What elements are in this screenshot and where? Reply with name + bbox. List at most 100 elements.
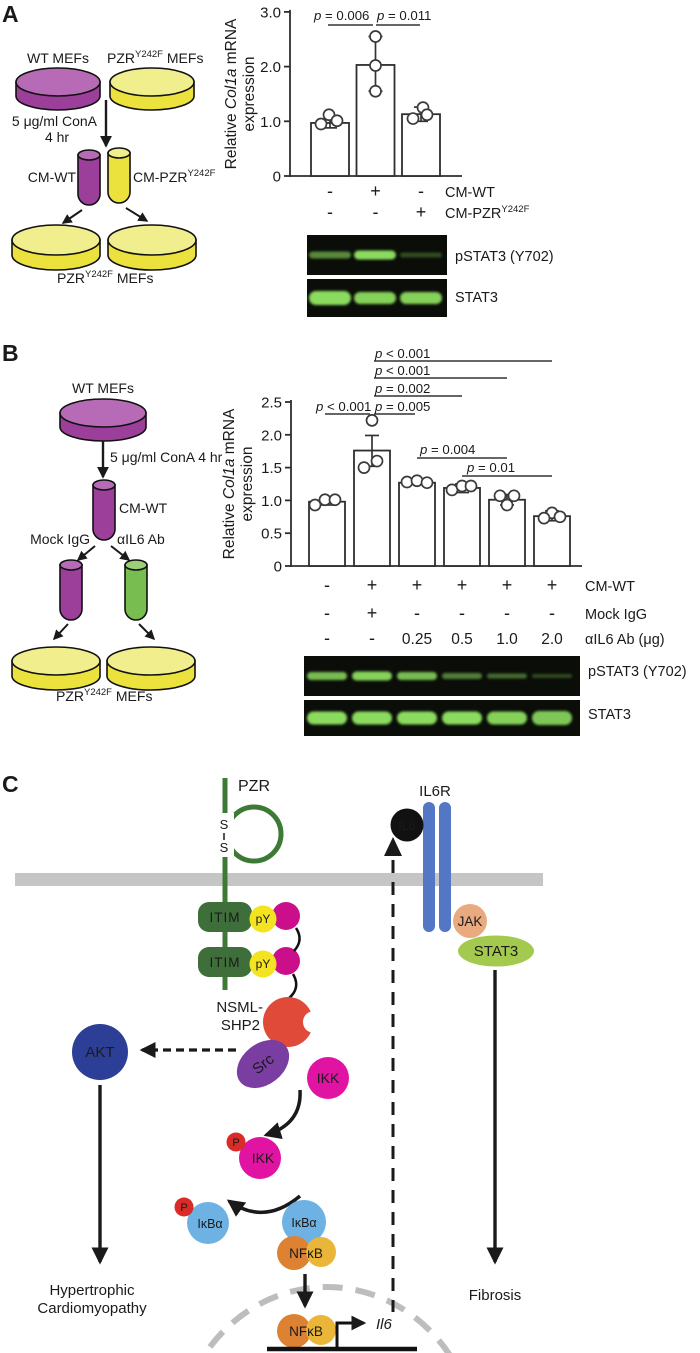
- bar: [533, 515, 571, 567]
- p-value-annotation: p = 0.004: [419, 442, 475, 457]
- bar: [310, 122, 350, 177]
- p-value-annotation: p = 0.011: [376, 8, 431, 23]
- panel-b: B WT MEFs 5 μg/ml ConA 4 hr CM-WT Mock I…: [2, 340, 687, 736]
- data-point: [370, 454, 384, 468]
- ail6-ab-label: αIL6 Ab: [117, 531, 165, 547]
- py-node-2: [249, 950, 277, 978]
- phospho-label-ikba: P: [180, 1202, 187, 1214]
- p-value-annotation: p = 0.005: [374, 399, 430, 414]
- data-point: [406, 112, 420, 125]
- cm-wt-tube: [92, 484, 116, 541]
- diverge-arrow-right: [110, 545, 131, 561]
- diverge-arrow-right: [125, 207, 149, 222]
- nuclear-nfkb-label: NFκB: [289, 1324, 323, 1339]
- adaptor-connector-1: [293, 927, 301, 952]
- to-dish-arrow-left: [52, 623, 69, 641]
- mock-tube-top: [59, 559, 83, 571]
- ikba-complex-label: IκBα: [291, 1216, 316, 1230]
- akt-label: AKT: [85, 1044, 114, 1061]
- il6-gene-label: Il6: [376, 1316, 393, 1333]
- condition-row-label: CM-WT: [445, 185, 495, 201]
- purple-dish-top: [59, 398, 147, 428]
- condition-value: +: [367, 603, 378, 623]
- condition-value: +: [502, 575, 513, 595]
- condition-value: -: [327, 202, 333, 222]
- bar: [398, 481, 436, 567]
- condition-value: +: [457, 575, 468, 595]
- panel-a: A WT MEFs PZRY242F MEFs 5 μg/ml ConA 4 h…: [2, 1, 554, 317]
- blot-band: [532, 674, 572, 678]
- condition-value: -: [504, 603, 510, 623]
- y-tick-label: 0: [274, 559, 282, 576]
- bottom-dishes-label: PZRY242F MEFs: [56, 687, 152, 704]
- nsml-shp2-label-line1: NSML-: [216, 999, 263, 1016]
- y-axis-title-line1: Relative Col1a mRNA: [223, 18, 240, 169]
- treatment-label: 5 μg/ml ConA 4 hr: [110, 449, 223, 465]
- outcome-right-label: Fibrosis: [469, 1287, 522, 1304]
- ail6-tube-top: [124, 559, 148, 571]
- condition-value: -: [324, 628, 330, 648]
- target-dish-left-top: [11, 646, 101, 676]
- py-label-1: pY: [256, 912, 271, 926]
- ikba-phosphorylation-arrow: [226, 1194, 302, 1217]
- pzr-mefs-label: PZRY242F MEFs: [107, 49, 203, 66]
- transcription-start-arrow: [335, 1315, 367, 1347]
- p-ikba-label: IκBα: [197, 1217, 222, 1231]
- itim-box-1: [198, 902, 252, 932]
- il6r-bar-1: [423, 802, 435, 932]
- blot-band: [307, 672, 347, 680]
- blot-band: [442, 711, 482, 725]
- blot-row-label: STAT3: [588, 707, 631, 723]
- itim-label-1: ITIM: [210, 910, 241, 925]
- wt-mefs-label: WT MEFs: [27, 50, 89, 66]
- nfkb-subunit-1: [277, 1236, 311, 1270]
- blot-row-label: STAT3: [455, 290, 498, 306]
- diverge-arrow-left: [76, 545, 96, 561]
- disulfide-s-bottom: S: [220, 840, 229, 855]
- y-axis-title-line1: Relative Col1a mRNA: [221, 408, 238, 559]
- target-dish-left-top: [11, 224, 101, 256]
- p-ikk-label: IKK: [252, 1150, 275, 1166]
- disulfide-s-top: S: [220, 817, 229, 832]
- p-ikk-node: [239, 1137, 281, 1179]
- ikk-node: [307, 1057, 349, 1099]
- il6r-bar-2: [439, 802, 451, 932]
- cm-pzr-tube: [107, 152, 131, 204]
- blot-band: [532, 711, 572, 725]
- panel-c-label: C: [2, 771, 19, 797]
- stat3-label: STAT3: [474, 943, 518, 960]
- western-blot-a: pSTAT3 (Y702) STAT3: [307, 235, 554, 317]
- data-point: [420, 476, 434, 490]
- condition-row-label: CM-PZRY242F: [445, 204, 530, 222]
- bar: [401, 113, 441, 177]
- y-tick-label: 2.0: [260, 59, 281, 76]
- condition-value: -: [327, 181, 333, 201]
- blot-row-label: pSTAT3 (Y702): [455, 249, 554, 265]
- condition-value: -: [418, 181, 424, 201]
- shp2-node: [263, 997, 313, 1047]
- condition-value: +: [412, 575, 423, 595]
- target-dish-right-top: [107, 224, 197, 256]
- y-axis-title-line2: expression: [241, 57, 258, 132]
- py-label-2: pY: [256, 957, 271, 971]
- y-tick-label: 2.0: [261, 427, 282, 444]
- data-point: [537, 511, 551, 525]
- blot-band: [487, 673, 527, 679]
- plasma-membrane: [15, 873, 543, 886]
- y-tick-label: 1.0: [261, 493, 282, 510]
- itim-label-2: ITIM: [210, 955, 241, 970]
- adaptor-node-2: [272, 947, 300, 975]
- condition-value: -: [414, 603, 420, 623]
- jak-node: [453, 904, 487, 938]
- phospho-badge-ikk: [226, 1132, 246, 1152]
- nfkb-label: NFκB: [289, 1246, 323, 1261]
- blot-band: [309, 251, 351, 259]
- condition-value: 1.0: [496, 631, 518, 648]
- data-point: [493, 489, 507, 503]
- pzr-label: PZR: [238, 778, 270, 795]
- blot-band: [397, 672, 437, 680]
- outcome-left-line2: Cardiomyopathy: [37, 1300, 147, 1317]
- blot-band: [442, 673, 482, 679]
- data-point: [507, 489, 521, 503]
